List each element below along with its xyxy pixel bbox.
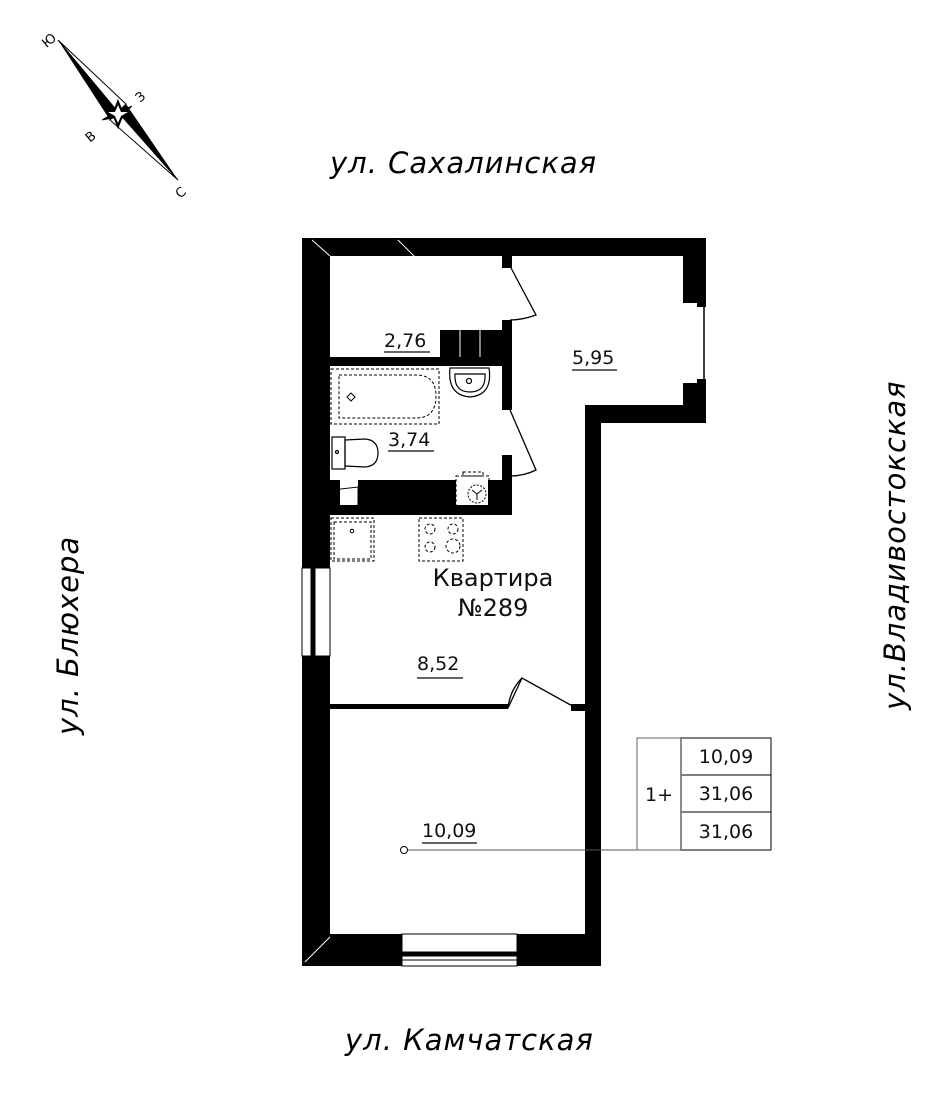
room-area-hallway: 2,76 <box>384 330 426 352</box>
apartment-number: №289 <box>458 594 529 622</box>
bathtub-icon <box>330 368 440 425</box>
room-area-kitchen-living: 8,52 <box>417 653 459 675</box>
hallway-balcony-door <box>509 265 537 321</box>
kitchen-window <box>301 567 331 657</box>
washing-machine-icon <box>455 471 490 512</box>
room-area-bathroom: 3,74 <box>388 429 430 451</box>
kitchen-sink-icon <box>330 517 375 562</box>
compass-east-label: В <box>83 129 99 146</box>
table-living-area: 10,09 <box>699 746 753 768</box>
table-total-area-with-balcony: 31,06 <box>699 821 753 843</box>
apartment-title: Квартира <box>433 564 554 592</box>
leader-line <box>400 846 637 854</box>
compass-north-label: С <box>173 185 190 202</box>
compass-rose-icon: Ю З В С <box>39 31 189 202</box>
bedroom-window <box>401 933 518 967</box>
compass-south-label: Ю <box>39 31 59 52</box>
bathroom-door <box>509 409 537 477</box>
toilet-icon <box>331 436 379 470</box>
compass-west-label: З <box>133 89 149 106</box>
washbasin-icon <box>449 367 491 398</box>
wall-hatching <box>304 239 481 963</box>
area-summary-table: 1+ 10,09 31,06 31,06 <box>636 737 772 851</box>
street-right-label: ул.Владивостокская <box>878 380 912 711</box>
room-area-labels: 2,76 5,95 3,74 8,52 10,09 <box>384 330 617 844</box>
street-top-label: ул. Сахалинская <box>329 146 597 180</box>
street-left-label: ул. Блюхера <box>51 536 85 736</box>
street-bottom-label: ул. Камчатская <box>344 1023 594 1057</box>
walls <box>302 238 706 966</box>
room-area-balcony: 5,95 <box>572 347 614 369</box>
balcony-window <box>697 303 706 383</box>
table-rooms-label: 1+ <box>645 784 673 806</box>
stove-icon <box>418 517 464 562</box>
room-area-bedroom: 10,09 <box>422 820 476 842</box>
cabinet-icon <box>331 486 359 511</box>
doors <box>507 265 577 709</box>
table-total-area: 31,06 <box>699 783 753 805</box>
